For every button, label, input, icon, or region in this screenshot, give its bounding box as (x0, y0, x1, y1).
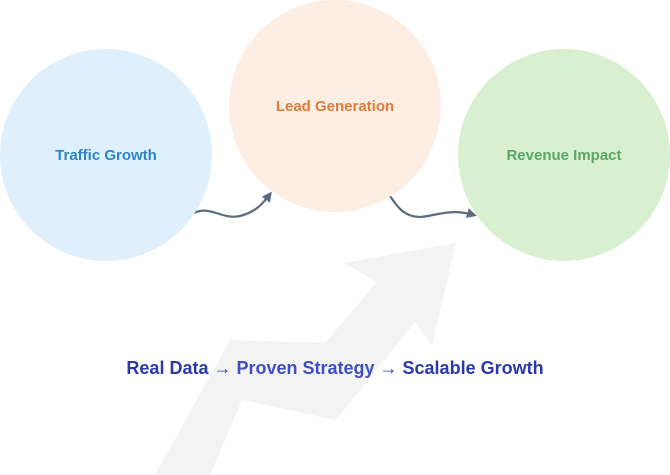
tagline-arrow: → (213, 358, 232, 378)
tagline-scalable-growth: Scalable Growth (402, 358, 544, 378)
node-label: Traffic Growth (55, 146, 157, 164)
connector-lead-to-revenue (389, 195, 477, 219)
background-growth-arrow (155, 243, 456, 475)
tagline-real-data: Real Data (126, 358, 209, 378)
node-label: Lead Generation (275, 97, 395, 115)
node-lead-generation: Lead Generation (229, 0, 441, 212)
connector-traffic-to-lead (193, 191, 272, 218)
tagline-arrow: → (379, 358, 398, 378)
node-revenue-impact: Revenue Impact (458, 49, 670, 261)
node-label: Revenue Impact (506, 146, 622, 164)
node-traffic-growth: Traffic Growth (0, 49, 212, 261)
tagline-proven-strategy: Proven Strategy (236, 358, 375, 378)
tagline: Real Data→Proven Strategy→Scalable Growt… (0, 358, 670, 379)
